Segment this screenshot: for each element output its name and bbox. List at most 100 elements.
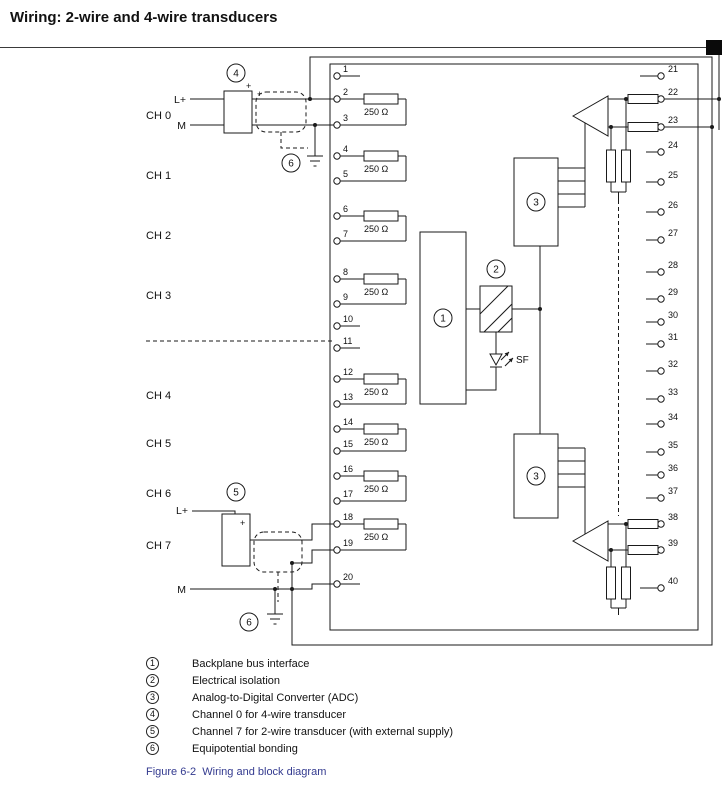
terminal-circle [333,580,341,588]
sf-led: SF [466,332,529,391]
terminal-circle [333,121,341,129]
terminal-number: 40 [668,576,678,586]
terminal-circle [333,300,341,308]
terminal-number: 12 [343,367,353,377]
callout-6-top: 6 [281,153,301,173]
terminal-number: 13 [343,392,353,402]
lplus-label: L+ [176,505,188,517]
resistor [621,566,631,600]
resistor [363,373,399,385]
plus-mark: + [246,81,251,91]
terminal-circle [657,268,665,276]
legend-text: Analog-to-Digital Converter (ADC) [192,691,359,704]
svg-text:3: 3 [533,198,539,209]
resistor [606,149,616,183]
callout-4: 4 [226,63,246,83]
terminal-number: 34 [668,412,678,422]
terminal-number: 38 [668,512,678,522]
legend-callout: 1 [146,657,159,670]
terminal-number: 30 [668,310,678,320]
terminal-number: 26 [668,200,678,210]
terminal-circle [657,494,665,502]
resistor [621,149,631,183]
sf-label: SF [516,355,529,366]
terminal-number: 25 [668,170,678,180]
terminal-circle [657,420,665,428]
terminal-circle [657,546,665,554]
terminal-number: 27 [668,228,678,238]
terminal-circle [657,367,665,375]
terminal-circle [657,448,665,456]
legend-text: Channel 0 for 4-wire transducer [192,708,347,721]
callout-1: 1 [433,308,453,328]
legend-callout: 2 [146,674,159,687]
terminal-circle [333,152,341,160]
two-wire-transducer-box [221,513,251,567]
legend-callout: 4 [146,708,159,721]
callout-3-top: 3 [526,192,546,212]
legend-callout: 3 [146,691,159,704]
resistor [606,566,616,600]
legend-text: Backplane bus interface [192,657,310,670]
terminal-number: 6 [343,204,348,214]
terminal-circle [657,295,665,303]
terminal-circle [333,520,341,528]
terminal-circle [333,447,341,455]
legend-item: 5 Channel 7 for 2-wire transducer (with … [146,723,722,740]
lplus-label: L+ [174,94,186,106]
terminal-circle [333,546,341,554]
channel-label: CH 0 [146,110,171,122]
terminal-number: 1 [343,64,348,74]
ground-symbol-bottom [267,613,283,625]
resistor-label: 250 Ω [364,484,389,494]
resistor [627,519,659,529]
amplifier-network-bottom [571,520,631,615]
four-wire-transducer-box [223,90,253,134]
channel-label: CH 1 [146,170,171,182]
terminal-number: 17 [343,489,353,499]
channel-label: CH 3 [146,290,171,302]
svg-text:6: 6 [288,159,294,170]
transducer-ch7: L+ + M [176,505,334,625]
terminal-number: 19 [343,538,353,548]
terminal-number: 9 [343,292,348,302]
legend-item: 4 Channel 0 for 4-wire transducer [146,706,722,723]
svg-text:6: 6 [246,618,252,629]
terminal-number: 20 [343,572,353,582]
terminal-number: 5 [343,169,348,179]
terminal-circle [333,275,341,283]
terminal-circle [657,340,665,348]
cable-shield-dashed [255,91,307,133]
channel-label: CH 5 [146,438,171,450]
terminal-number: 16 [343,464,353,474]
terminal-circle [333,472,341,480]
resistor-label: 250 Ω [364,287,389,297]
terminal-number: 8 [343,267,348,277]
terminal-number: 36 [668,463,678,473]
terminal-circle [657,395,665,403]
resistor [363,273,399,285]
channel-label: CH 7 [146,540,171,552]
ground-symbol-top [307,155,323,167]
terminal-circle [657,72,665,80]
terminal-number: 21 [668,64,678,74]
svg-text:1: 1 [440,314,446,325]
terminal-number: 33 [668,387,678,397]
terminal-number: 18 [343,512,353,522]
terminal-number: 4 [343,144,348,154]
terminal-number: 28 [668,260,678,270]
legend: 1 Backplane bus interface 2 Electrical i… [146,655,722,757]
page-title: Wiring: 2-wire and 4-wire transducers [10,9,278,26]
terminal-circle [333,322,341,330]
resistor [363,470,399,482]
wiring-diagram: CH 0CH 1CH 2CH 3CH 4CH 5CH 6CH 7 1234567… [146,50,721,646]
terminal-circle [333,375,341,383]
terminal-circle [657,123,665,131]
terminal-number: 22 [668,87,678,97]
resistor [363,423,399,435]
terminal-number: 11 [343,336,352,346]
channel-label: CH 4 [146,390,171,402]
channel-label: CH 6 [146,488,171,500]
terminal-circle [657,95,665,103]
